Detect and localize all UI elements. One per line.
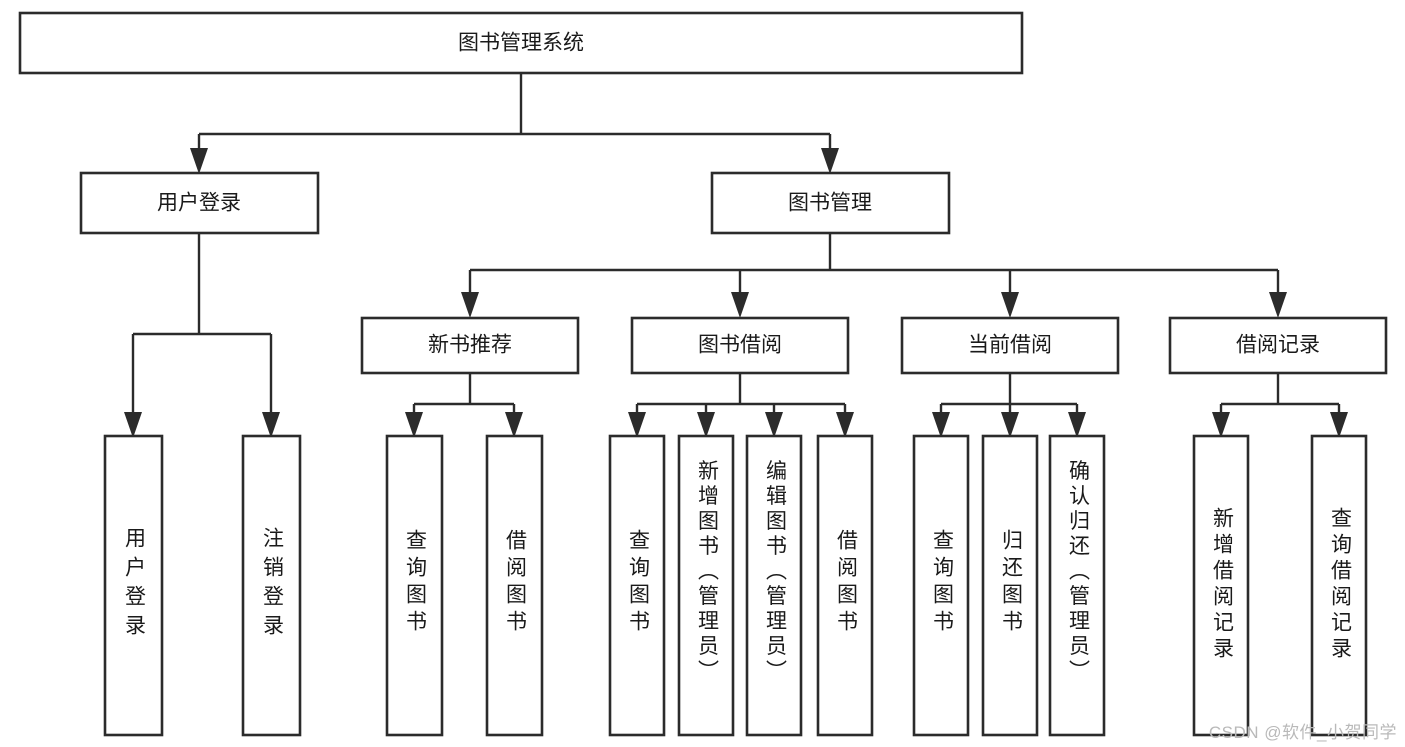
node-leaf-add-record[interactable]: 新增借阅记录 — [1192, 434, 1250, 737]
node-leaf-edit-book-box[interactable] — [745, 434, 803, 737]
node-user-login-label: 用户登录 — [157, 192, 241, 215]
node-leaf-query-record-box[interactable] — [1310, 434, 1368, 737]
node-leaf-logout-login-box[interactable] — [241, 434, 302, 737]
arrowhead-icon-to-leaf-query-book-1 — [405, 412, 423, 438]
node-leaf-add-book[interactable]: 新增图书（管理员） — [677, 434, 735, 737]
node-leaf-return-book-box[interactable] — [981, 434, 1039, 737]
node-borrow-record-box[interactable] — [1168, 316, 1388, 375]
arrowhead-icon-to-leaf-query-record — [1330, 412, 1348, 438]
node-leaf-query-book-1-label: 查询图书 — [403, 529, 427, 637]
node-leaf-borrow-book-1-label: 借阅图书 — [503, 529, 527, 637]
node-leaf-query-book-3-box[interactable] — [912, 434, 970, 737]
node-book-borrow-box[interactable] — [630, 316, 850, 375]
node-user-login[interactable]: 用户登录 — [79, 171, 320, 235]
node-leaf-query-book-3-label: 查询图书 — [930, 529, 954, 637]
node-leaf-add-book-box[interactable] — [677, 434, 735, 737]
node-leaf-add-record-box[interactable] — [1192, 434, 1250, 737]
node-book-borrow[interactable]: 图书借阅 — [630, 316, 850, 375]
node-leaf-edit-book-label: 编辑图书（管理员） — [763, 460, 787, 685]
node-leaf-query-record[interactable]: 查询借阅记录 — [1310, 434, 1368, 737]
arrowhead-icon-to-leaf-user-login — [124, 412, 142, 438]
node-root[interactable]: 图书管理系统 — [18, 11, 1024, 75]
node-leaf-user-login[interactable]: 用户登录 — [103, 434, 164, 737]
node-current-borrow-box[interactable] — [900, 316, 1120, 375]
node-root-label: 图书管理系统 — [458, 32, 584, 55]
node-leaf-borrow-book-1[interactable]: 借阅图书 — [485, 434, 544, 737]
node-book-borrow-label: 图书借阅 — [698, 334, 782, 357]
node-leaf-borrow-book-2-box[interactable] — [816, 434, 874, 737]
arrowhead-icon-to-leaf-edit-book — [765, 412, 783, 438]
node-leaf-query-book-1[interactable]: 查询图书 — [385, 434, 444, 737]
node-current-borrow[interactable]: 当前借阅 — [900, 316, 1120, 375]
node-leaf-confirm-return-box[interactable] — [1048, 434, 1106, 737]
arrowhead-icon-to-book-manage — [821, 148, 839, 174]
node-book-manage-box[interactable] — [710, 171, 951, 235]
arrowhead-icon-to-leaf-add-record — [1212, 412, 1230, 438]
arrowhead-icon-to-leaf-confirm-return — [1068, 412, 1086, 438]
arrowhead-icon-to-leaf-query-book-2 — [628, 412, 646, 438]
node-leaf-query-book-2[interactable]: 查询图书 — [608, 434, 666, 737]
node-leaf-user-login-box[interactable] — [103, 434, 164, 737]
node-leaf-return-book-label: 归还图书 — [999, 529, 1023, 637]
node-leaf-query-book-2-label: 查询图书 — [626, 529, 650, 637]
watermark: CSDN @软件_小贺同学 — [1208, 723, 1397, 742]
node-book-manage-label: 图书管理 — [788, 192, 872, 215]
arrowhead-icon-to-leaf-logout-login — [262, 412, 280, 438]
arrowhead-icon-to-leaf-query-book-3 — [932, 412, 950, 438]
node-new-book-recommend[interactable]: 新书推荐 — [360, 316, 580, 375]
node-root-box[interactable] — [18, 11, 1024, 75]
node-leaf-query-book-1-box[interactable] — [385, 434, 444, 737]
node-leaf-borrow-book-1-box[interactable] — [485, 434, 544, 737]
arrowhead-icon-to-leaf-return-book — [1001, 412, 1019, 438]
node-book-manage[interactable]: 图书管理 — [710, 171, 951, 235]
node-leaf-query-book-3[interactable]: 查询图书 — [912, 434, 970, 737]
arrowhead-icon-to-book-borrow — [731, 292, 749, 318]
arrowhead-icon-to-borrow-record — [1269, 292, 1287, 318]
node-new-book-recommend-box[interactable] — [360, 316, 580, 375]
arrowhead-icon-to-user-login — [190, 148, 208, 174]
node-current-borrow-label: 当前借阅 — [968, 334, 1052, 357]
node-leaf-confirm-return-label: 确认归还（管理员） — [1066, 460, 1090, 685]
arrowhead-icon-to-leaf-borrow-book-2 — [836, 412, 854, 438]
node-leaf-logout-login-label: 注销登录 — [260, 527, 284, 643]
node-borrow-record[interactable]: 借阅记录 — [1168, 316, 1388, 375]
node-leaf-user-login-label: 用户登录 — [122, 527, 146, 643]
node-leaf-query-book-2-box[interactable] — [608, 434, 666, 737]
node-leaf-return-book[interactable]: 归还图书 — [981, 434, 1039, 737]
node-user-login-box[interactable] — [79, 171, 320, 235]
node-leaf-borrow-book-2[interactable]: 借阅图书 — [816, 434, 874, 737]
node-leaf-logout-login[interactable]: 注销登录 — [241, 434, 302, 737]
node-new-book-recommend-label: 新书推荐 — [428, 334, 512, 357]
node-leaf-confirm-return[interactable]: 确认归还（管理员） — [1048, 434, 1106, 737]
node-leaf-query-record-label: 查询借阅记录 — [1328, 507, 1352, 663]
arrowhead-icon-to-new-book-recommend — [461, 292, 479, 318]
arrowhead-icon-to-current-borrow — [1001, 292, 1019, 318]
node-leaf-add-book-label: 新增图书（管理员） — [695, 460, 719, 685]
node-leaf-edit-book[interactable]: 编辑图书（管理员） — [745, 434, 803, 737]
arrowhead-icon-to-leaf-borrow-book-1 — [505, 412, 523, 438]
arrowhead-icon-to-leaf-add-book — [697, 412, 715, 438]
connector-layer — [131, 73, 1341, 412]
node-leaf-borrow-book-2-label: 借阅图书 — [834, 529, 858, 637]
node-leaf-add-record-label: 新增借阅记录 — [1210, 507, 1234, 663]
node-borrow-record-label: 借阅记录 — [1236, 334, 1320, 357]
